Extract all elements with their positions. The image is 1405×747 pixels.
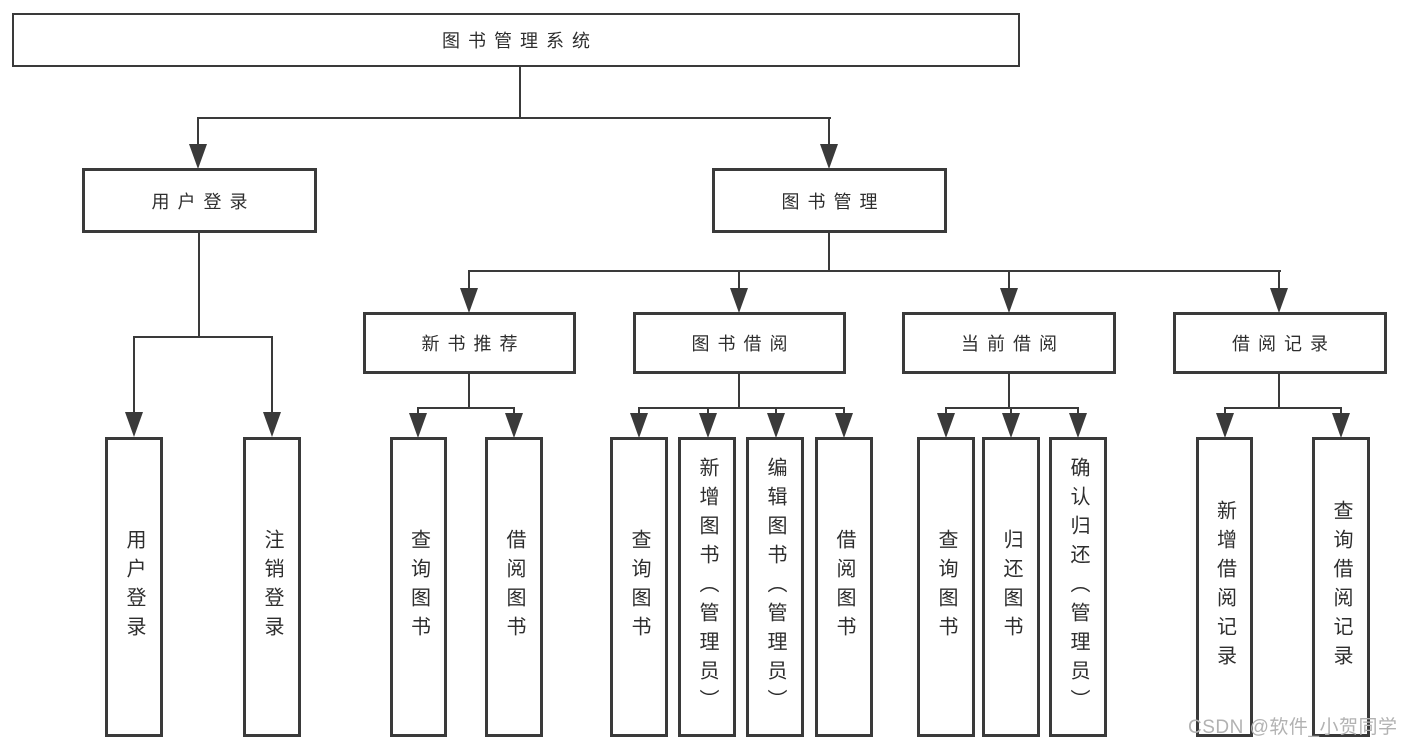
leaf-label: 归还图书 [1000,529,1022,645]
leaf-label: 新增借阅记录 [1213,500,1236,674]
connector-line [198,231,200,338]
connector-line [468,270,1281,272]
leaf-label: 借阅图书 [503,529,525,645]
arrowhead [1332,413,1350,438]
leaf-label: 用户登录 [123,529,145,645]
leaf-confirm-return-admin: 确认归还（管理员） [1049,437,1107,737]
connector-line [1278,270,1280,294]
connector-line [1224,407,1342,409]
connector-line [828,117,830,149]
arrowhead [835,413,853,438]
leaf-label: 查询图书 [407,529,430,645]
leaf-label: 查询图书 [628,529,650,645]
connector-line [738,270,740,294]
node-borrowing-records: 借阅记录 [1173,312,1387,374]
arrowhead [189,144,207,169]
connector-line [945,407,1079,409]
arrowhead [1069,413,1087,438]
leaf-add-books-admin: 新增图书（管理员） [678,437,736,737]
watermark: CSDN @软件_小贺同学 [1188,717,1398,738]
connector-line [133,336,135,418]
leaf-borrow-books: 借阅图书 [815,437,873,737]
leaf-query-borrow-record: 查询借阅记录 [1312,437,1370,737]
leaf-query-books: 查询图书 [390,437,447,737]
leaf-user-login: 用户登录 [105,437,163,737]
connector-line [1278,372,1280,409]
arrowhead [263,412,281,437]
node-book-management: 图书管理 [712,168,947,233]
arrowhead [460,288,478,313]
leaf-add-borrow-record: 新增借阅记录 [1196,437,1253,737]
connector-line [468,372,470,409]
leaf-label: 查询借阅记录 [1330,500,1352,674]
arrowhead [125,412,143,437]
leaf-label: 确认归还（管理员） [1067,456,1089,718]
leaf-return-books: 归还图书 [982,437,1040,737]
leaf-label: 借阅图书 [833,529,855,645]
arrowhead [1002,413,1020,438]
leaf-query-books: 查询图书 [610,437,668,737]
leaf-label: 编辑图书（管理员） [764,456,786,718]
arrowhead [730,288,748,313]
arrowhead [767,413,785,438]
leaf-borrow-books: 借阅图书 [485,437,543,737]
node-root: 图书管理系统 [12,13,1020,67]
leaf-query-books: 查询图书 [917,437,975,737]
arrowhead [820,144,838,169]
leaf-label: 新增图书（管理员） [696,456,718,718]
arrowhead [409,413,427,438]
connector-line [828,231,830,272]
leaf-logout: 注销登录 [243,437,301,737]
node-current-borrowing: 当前借阅 [902,312,1116,374]
leaf-edit-books-admin: 编辑图书（管理员） [746,437,804,737]
connector-line [133,336,273,338]
node-user-login: 用户登录 [82,168,317,233]
connector-line [1008,270,1010,294]
connector-line [271,336,273,418]
arrowhead [699,413,717,438]
arrowhead [505,413,523,438]
arrowhead [937,413,955,438]
leaf-label: 查询图书 [935,529,957,645]
connector-line [468,270,470,294]
connector-line [638,407,845,409]
node-book-borrowing: 图书借阅 [633,312,846,374]
connector-line [417,407,515,409]
leaf-label: 注销登录 [261,529,283,645]
arrowhead [1000,288,1018,313]
arrowhead [1216,413,1234,438]
connector-line [738,372,740,409]
connector-line [519,66,521,119]
node-new-book-recommendation: 新书推荐 [363,312,576,374]
arrowhead [630,413,648,438]
connector-line [197,117,199,149]
arrowhead [1270,288,1288,313]
connector-line [197,117,831,119]
connector-line [1008,372,1010,409]
